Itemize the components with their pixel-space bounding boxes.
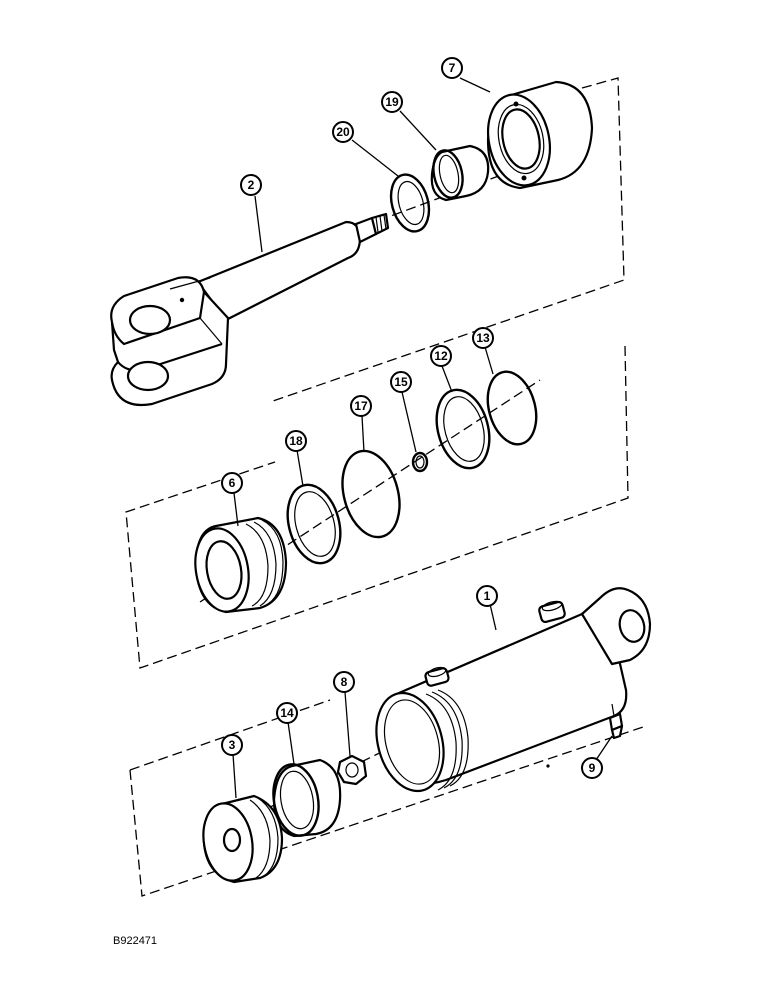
seal-ring-part-20[interactable] — [385, 170, 435, 235]
o-ring-part-13[interactable] — [480, 366, 544, 449]
wear-ring-part-19[interactable] — [429, 144, 490, 202]
callout-19[interactable]: 19 — [381, 91, 403, 113]
callout-label: 19 — [385, 95, 399, 109]
small-o-ring-part-15[interactable] — [411, 451, 429, 473]
callout-label: 3 — [229, 738, 236, 752]
callout-label: 13 — [476, 331, 490, 345]
callout-label: 12 — [434, 349, 448, 363]
gland-nut-part-7[interactable] — [480, 80, 594, 191]
nut-part-8[interactable] — [336, 754, 368, 786]
callout-1[interactable]: 1 — [476, 585, 498, 607]
callout-9[interactable]: 9 — [581, 757, 603, 779]
piston-rod-part-2[interactable] — [110, 212, 390, 407]
callout-3[interactable]: 3 — [221, 734, 243, 756]
backup-ring-part-18[interactable] — [279, 479, 348, 569]
callout-label: 17 — [354, 399, 368, 413]
wear-ring-part-14[interactable] — [268, 758, 342, 839]
callout-label: 1 — [484, 589, 491, 603]
piston-part-6[interactable] — [189, 516, 288, 616]
assembly-boundaries — [125, 77, 647, 897]
callout-label: 7 — [449, 61, 456, 75]
callout-7[interactable]: 7 — [441, 57, 463, 79]
cylinder-barrel-part-1[interactable] — [366, 587, 652, 798]
grease-fitting-part-9[interactable] — [608, 703, 624, 740]
callout-17[interactable]: 17 — [350, 395, 372, 417]
callout-label: 20 — [336, 125, 350, 139]
callout-label: 8 — [341, 675, 348, 689]
callout-2[interactable]: 2 — [240, 174, 262, 196]
callout-18[interactable]: 18 — [285, 430, 307, 452]
callout-label: 6 — [229, 476, 236, 490]
callout-label: 2 — [248, 178, 255, 192]
o-ring-part-17[interactable] — [334, 445, 409, 544]
callout-15[interactable]: 15 — [390, 371, 412, 393]
callout-label: 9 — [589, 761, 596, 775]
callout-8[interactable]: 8 — [333, 671, 355, 693]
backup-ring-part-12[interactable] — [428, 384, 497, 474]
callout-label: 15 — [394, 375, 408, 389]
drawing-code: B922471 — [113, 935, 158, 947]
callout-20[interactable]: 20 — [332, 121, 354, 143]
end-cap-part-3[interactable] — [198, 794, 284, 885]
callout-12[interactable]: 12 — [430, 345, 452, 367]
callout-label: 18 — [289, 434, 303, 448]
callout-label: 14 — [280, 706, 294, 720]
callout-13[interactable]: 13 — [472, 327, 494, 349]
callout-14[interactable]: 14 — [276, 702, 298, 724]
callout-6[interactable]: 6 — [221, 472, 243, 494]
leader-lines — [232, 77, 613, 799]
